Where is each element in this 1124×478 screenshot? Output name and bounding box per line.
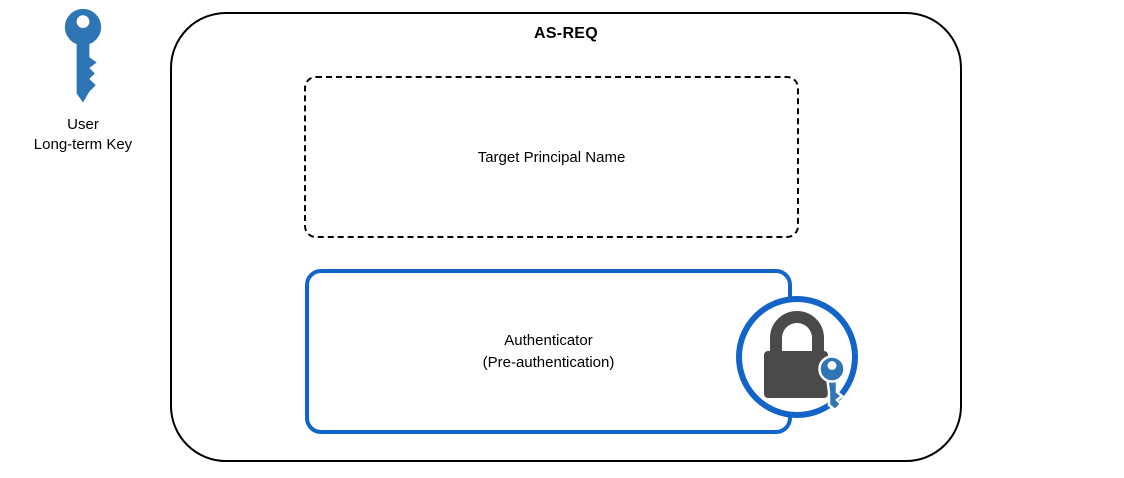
target-principal-label: Target Principal Name [477,148,626,166]
lock-key [818,355,846,412]
user-key-label-line1: User [67,116,99,133]
target-principal-box: Target Principal Name [304,76,799,238]
user-key-label: User Long-term Key [10,115,156,155]
as-req-title: AS-REQ [533,25,599,42]
as-req-container: AS-REQ Target Principal Name Authenticat… [170,12,962,462]
authenticator-label-line1: Authenticator [504,331,593,349]
user-key-label-line2: Long-term Key [33,136,133,153]
key-icon [64,8,102,103]
lock-body [764,351,828,398]
user-long-term-key: User Long-term Key [10,8,156,155]
authenticator-box: Authenticator (Pre-authentication) [305,269,792,434]
authenticator-label-line2: (Pre-authentication) [482,353,615,371]
lock-with-key-icon [736,296,858,418]
lock-shackle [770,311,824,355]
